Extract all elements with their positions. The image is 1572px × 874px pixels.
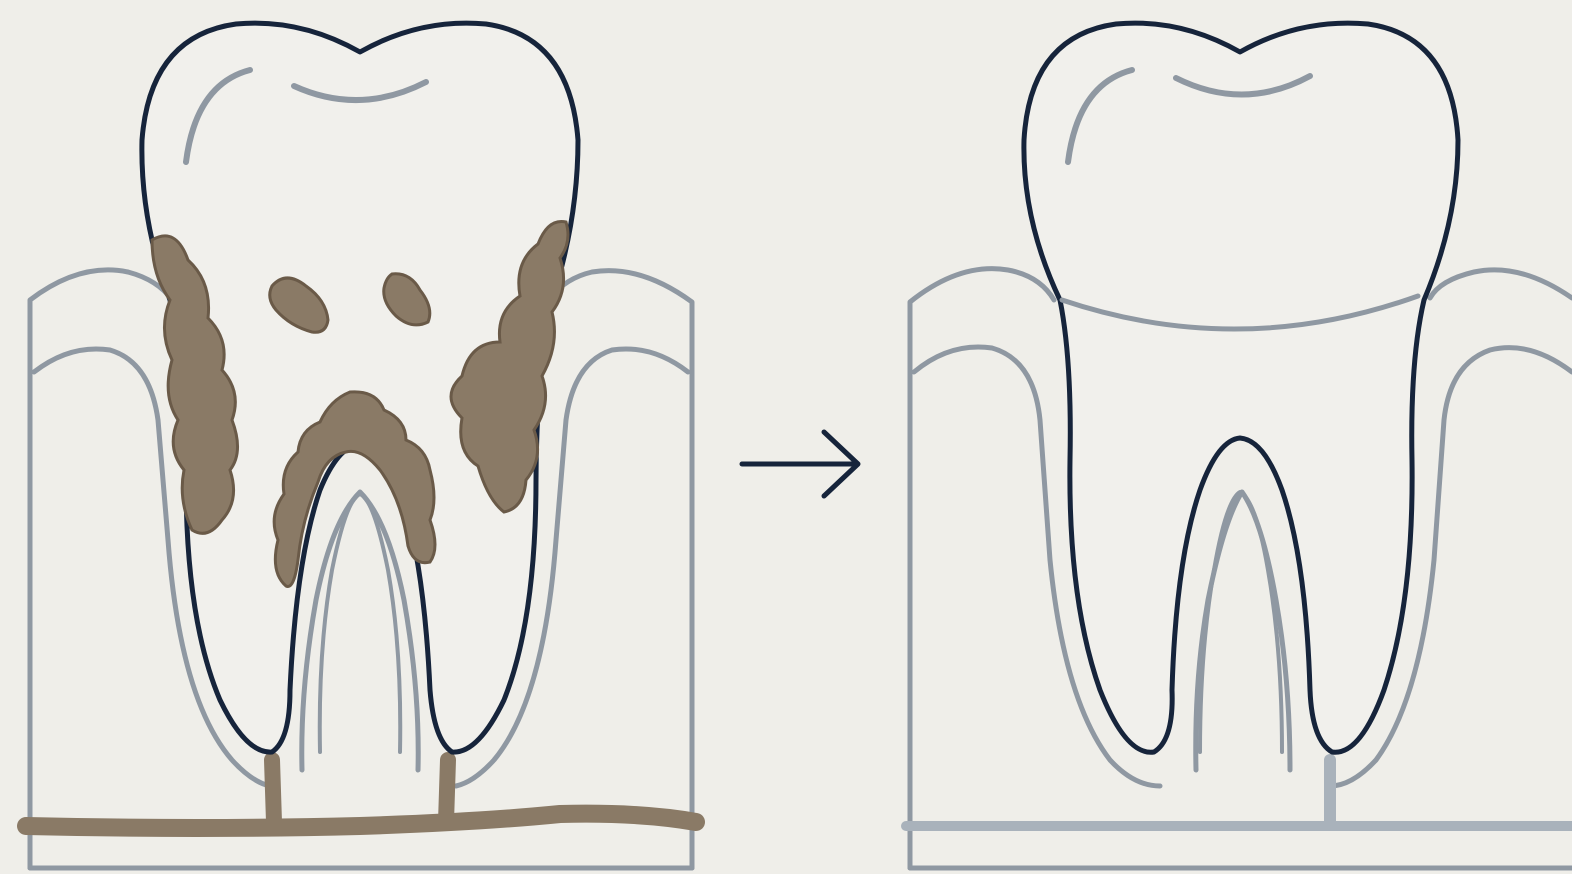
nerve-canal-before — [26, 760, 696, 828]
tooth-after — [1024, 23, 1458, 752]
before-panel — [26, 23, 696, 868]
nerve-canal-after — [906, 760, 1572, 826]
right-arrow-icon — [742, 432, 858, 496]
after-panel — [906, 23, 1572, 868]
